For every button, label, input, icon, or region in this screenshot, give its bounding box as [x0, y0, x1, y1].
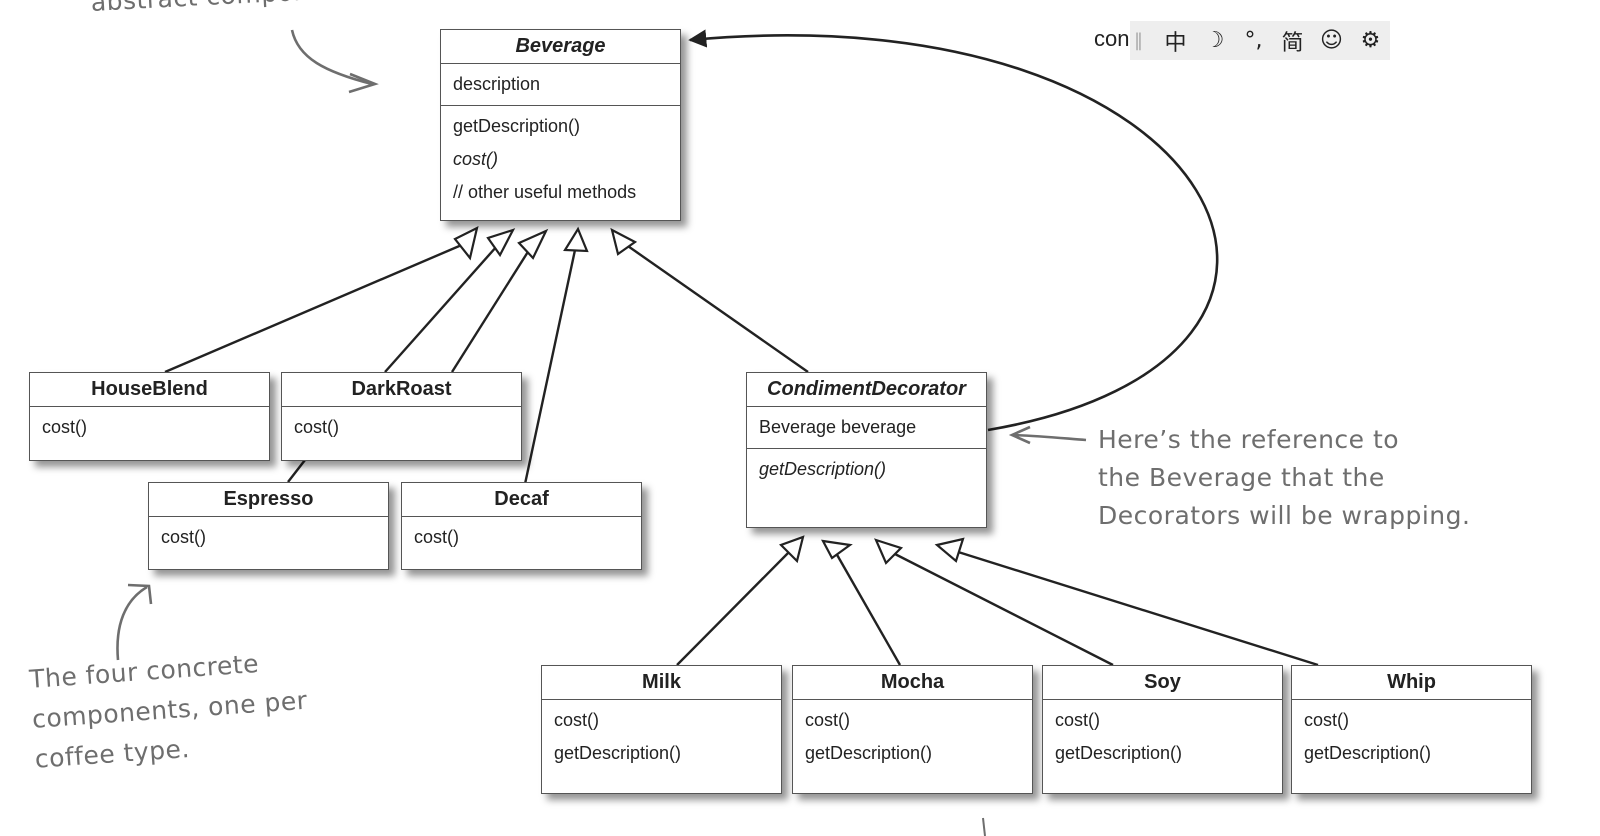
gear-icon[interactable]: ⚙ — [1360, 28, 1381, 53]
class-member: cost() — [42, 417, 87, 437]
class-methods: cost() — [282, 407, 521, 448]
class-name: HouseBlend — [30, 373, 269, 407]
note-reference-line-3: Decorators will be wrapping. — [1098, 501, 1471, 530]
class-methods: cost() — [149, 517, 388, 558]
inheritance-lines-decorator — [676, 547, 1319, 667]
class-member: cost() — [805, 710, 850, 730]
class-member: getDescription() — [759, 459, 887, 479]
class-methods: cost() — [402, 517, 641, 558]
inheritance-heads-beverage — [453, 225, 638, 261]
ime-toolbar[interactable]: ‖ 中 ☽ °, 简 ☺ ⚙ — [1130, 21, 1390, 60]
note-pointer-concrete — [116, 585, 148, 661]
class-methods: cost() getDescription() — [1292, 700, 1531, 774]
punctuation-icon[interactable]: °, — [1244, 28, 1263, 53]
class-name: CondimentDecorator — [747, 373, 986, 407]
class-methods: cost() — [30, 407, 269, 448]
class-member: cost() — [453, 149, 498, 169]
note-pointer-abstract — [290, 29, 373, 86]
class-decaf: Decaf cost() — [401, 482, 642, 570]
class-member: cost() — [1055, 710, 1100, 730]
chinese-mode-icon[interactable]: 中 — [1164, 30, 1187, 56]
class-member: // other useful methods — [453, 182, 637, 202]
inheritance-lines-beverage — [164, 242, 809, 485]
note-reference: Here’s the reference to the Beverage tha… — [1098, 421, 1470, 535]
class-member: cost() — [294, 417, 339, 437]
class-member: getDescription() — [805, 743, 933, 763]
class-methods: cost() getDescription() — [793, 700, 1032, 774]
class-member: cost() — [161, 527, 206, 547]
class-name: Beverage — [441, 30, 680, 64]
note-pointer-reference — [1012, 433, 1087, 442]
class-member: cost() — [554, 710, 599, 730]
class-member: cost() — [1304, 710, 1349, 730]
class-attributes: Beverage beverage — [747, 407, 986, 449]
class-name: Whip — [1292, 666, 1531, 700]
class-methods: getDescription() — [747, 449, 986, 490]
class-methods: cost() getDescription() — [542, 700, 781, 774]
ime-composition-text: con — [1094, 26, 1130, 51]
class-beverage: Beverage description getDescription() cost(… — [440, 29, 681, 221]
beverage-reference-arrow — [688, 29, 1219, 432]
class-member: getDescription() — [1304, 743, 1432, 763]
class-milk: Milk cost() getDescription() — [541, 665, 782, 794]
class-name: Soy — [1043, 666, 1282, 700]
class-member: Beverage beverage — [759, 417, 917, 437]
class-name: Milk — [542, 666, 781, 700]
class-methods: getDescription() cost() // other useful me… — [441, 106, 680, 213]
class-mocha: Mocha cost() getDescription() — [792, 665, 1033, 794]
emoji-icon[interactable]: ☺ — [1320, 28, 1343, 53]
class-member: description — [453, 74, 541, 94]
class-attributes: description — [441, 64, 680, 106]
class-member: cost() — [414, 527, 459, 547]
class-member: getDescription() — [453, 116, 581, 136]
class-darkroast: DarkRoast cost() — [281, 372, 522, 461]
note-concrete-components: The four concrete components, one per co… — [28, 641, 312, 780]
class-name: Espresso — [149, 483, 388, 517]
class-whip: Whip cost() getDescription() — [1291, 665, 1532, 794]
class-name: Mocha — [793, 666, 1032, 700]
class-houseblend: HouseBlend cost() — [29, 372, 270, 461]
note-reference-line-1: Here’s the reference to — [1098, 425, 1400, 454]
ime-separator: ‖ — [1134, 30, 1143, 51]
class-soy: Soy cost() getDescription() — [1042, 665, 1283, 794]
class-member: getDescription() — [554, 743, 682, 763]
simplified-chinese-icon[interactable]: 简 — [1281, 30, 1304, 56]
inheritance-heads-decorator — [779, 535, 965, 565]
class-espresso: Espresso cost() — [148, 482, 389, 570]
class-name: Decaf — [402, 483, 641, 517]
moon-icon[interactable]: ☽ — [1204, 28, 1225, 53]
class-name: DarkRoast — [282, 373, 521, 407]
class-methods: cost() getDescription() — [1043, 700, 1282, 774]
note-reference-line-2: the Beverage that the — [1098, 463, 1385, 492]
class-member: getDescription() — [1055, 743, 1183, 763]
